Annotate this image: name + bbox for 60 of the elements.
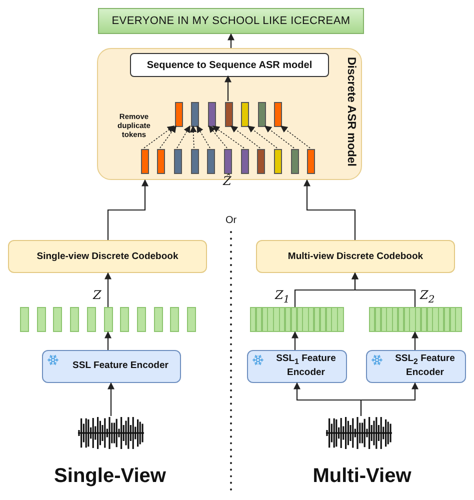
codebook-box: Multi-view Discrete Codebook	[256, 240, 455, 273]
token-bar	[157, 149, 165, 174]
dotted-arrow	[196, 125, 210, 148]
token-bar	[207, 149, 215, 174]
codebook-box: Single-view Discrete Codebook	[8, 240, 207, 273]
model-box: Sequence to Sequence ASR model	[130, 53, 329, 77]
edge-label: Z$_{1}$	[275, 288, 290, 306]
dotted-arrow	[190, 125, 197, 148]
token-bar	[274, 102, 282, 127]
dotted-arrow	[280, 126, 310, 148]
token-bar	[225, 102, 233, 127]
feature-sequence	[20, 307, 197, 332]
token-bar	[291, 149, 299, 174]
output-text-box: EVERYONE IN MY SCHOOL LIKE ICECREAM	[98, 8, 364, 34]
arrow	[352, 272, 416, 307]
dotted-arrow	[208, 125, 228, 148]
token-bar	[307, 149, 315, 174]
feature-sequence	[369, 307, 461, 332]
dotted-arrow	[144, 126, 175, 148]
edge-label: Z$_{2}$	[420, 288, 435, 306]
edge-label: Z	[93, 288, 102, 302]
panel-heading: Single-View	[54, 465, 166, 488]
token-bar	[208, 102, 216, 127]
arrow	[104, 331, 112, 350]
encoder-box: SSL$_{2}$ Feature Encoder	[366, 350, 466, 383]
token-bar	[191, 102, 199, 127]
token-bar	[174, 149, 182, 174]
encoder-box: SSL Feature Encoder	[42, 350, 181, 383]
arrow	[292, 331, 298, 350]
feature-sequence	[250, 307, 343, 332]
dotted-arrow	[176, 125, 190, 148]
arrow	[224, 75, 232, 101]
dotted-arrow	[160, 125, 176, 148]
arrow	[228, 33, 234, 48]
arrow	[104, 272, 112, 307]
token-bar	[175, 102, 183, 127]
dotted-arrow	[247, 126, 278, 148]
divider-label: Or	[225, 215, 237, 226]
panel-title: Discrete ASR model	[345, 57, 357, 166]
dotted-arrow	[212, 126, 244, 148]
dotted-arrow	[230, 126, 260, 148]
token-bar	[241, 149, 249, 174]
panel-heading: Multi-View	[312, 465, 412, 488]
dotted-arrow	[264, 126, 294, 148]
token-bar	[274, 149, 282, 174]
arrow	[107, 179, 148, 240]
waveform-drawing	[77, 416, 145, 450]
token-bar	[257, 149, 265, 174]
encoder-box: SSL$_{1}$ Feature Encoder	[247, 350, 347, 383]
arrow	[304, 179, 356, 240]
arrow	[412, 331, 418, 350]
arrow	[108, 382, 114, 416]
math-symbol: Ẑ	[223, 174, 232, 188]
arrow	[360, 382, 418, 416]
token-bar	[141, 149, 149, 174]
waveform-drawing	[325, 416, 393, 450]
token-bar	[191, 149, 199, 174]
token-bar	[241, 102, 249, 127]
token-bar	[258, 102, 266, 127]
token-bar	[224, 149, 232, 174]
